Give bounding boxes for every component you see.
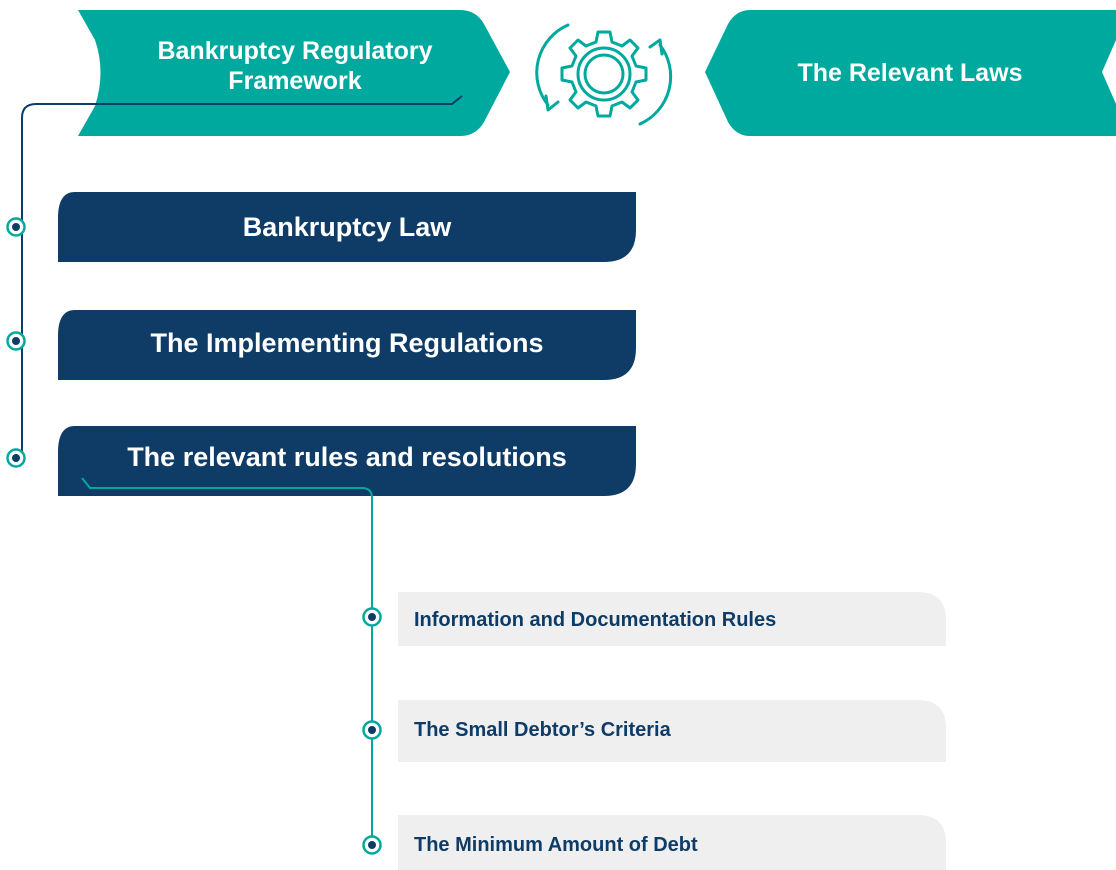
right-header-title: The Relevant Laws bbox=[797, 59, 1023, 87]
gear-cycle-icon bbox=[535, 23, 673, 126]
main-item-2-shape bbox=[58, 310, 636, 380]
main-item-3-shape bbox=[58, 426, 636, 496]
sub-item-2-shape bbox=[398, 700, 946, 762]
sub-item-label-2: The Small Debtor’s Criteria bbox=[414, 719, 671, 741]
sub-node-3 bbox=[362, 835, 382, 855]
timeline-node-3 bbox=[6, 448, 26, 468]
timeline-node-2 bbox=[6, 331, 26, 351]
sub-node-2 bbox=[362, 720, 382, 740]
sub-item-label-1: Information and Documentation Rules bbox=[414, 609, 777, 631]
main-item-label-1: Bankruptcy Law bbox=[242, 211, 452, 242]
main-item-label-2: The Implementing Regulations bbox=[150, 327, 544, 358]
header-connector-line bbox=[21, 95, 463, 455]
right-header-banner-notch bbox=[1102, 40, 1116, 104]
right-header-banner bbox=[705, 10, 1116, 136]
sub-item-label-3: The Minimum Amount of Debt bbox=[414, 834, 698, 856]
sub-connector-line bbox=[81, 477, 373, 845]
main-item-1-shape bbox=[58, 192, 636, 262]
sub-item-3-shape bbox=[398, 815, 946, 870]
left-header-title: Bankruptcy Regulatory Framework bbox=[157, 37, 433, 95]
sub-item-1-shape bbox=[398, 592, 946, 646]
sub-node-1 bbox=[362, 607, 382, 627]
main-item-label-3: The relevant rules and resolutions bbox=[127, 441, 567, 472]
timeline-node-1 bbox=[6, 217, 26, 237]
